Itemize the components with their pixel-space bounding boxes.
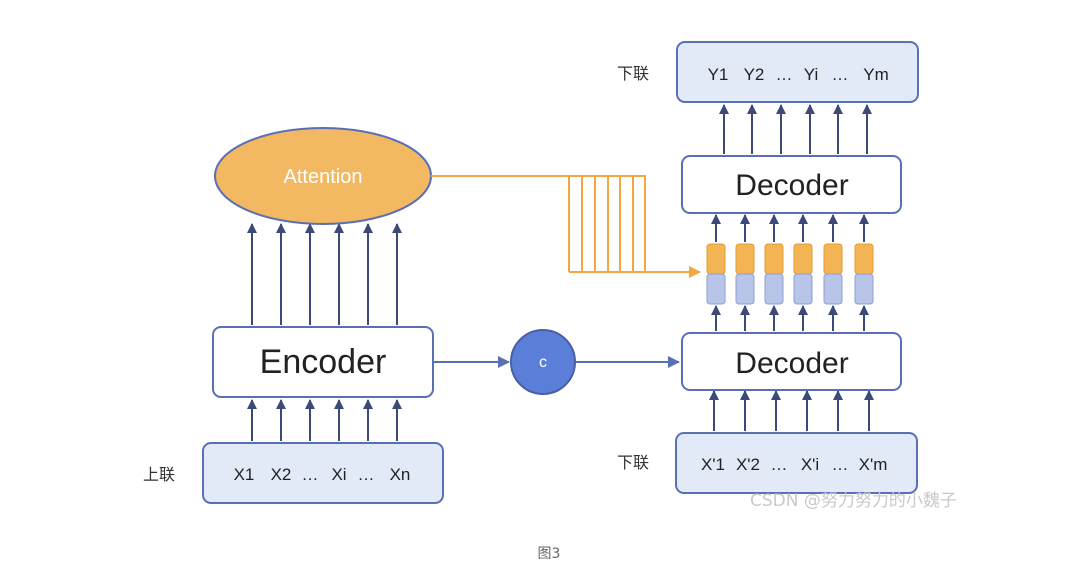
- decoder-state-arrows: [711, 305, 869, 331]
- encoder-input-token: …: [358, 465, 375, 484]
- decoder-hidden-states: [706, 243, 874, 305]
- encoder-input-token: X1: [234, 465, 255, 484]
- decoder-bottom-label: Decoder: [735, 347, 848, 380]
- decoder-input-token: X'1: [701, 455, 725, 474]
- right-input-side-label: 下联: [617, 453, 649, 472]
- decoder-output-tokens: Y1 Y2 … Yi … Ym: [708, 65, 889, 84]
- attention-node: Attention: [214, 127, 432, 225]
- hidden-state-cell: [764, 243, 784, 305]
- decoder-output-box: Y1 Y2 … Yi … Ym: [676, 41, 919, 103]
- attention-context-lines: [431, 175, 701, 278]
- encoder-input-box: X1 X2 … Xi … Xn: [202, 442, 444, 504]
- decoder-output-token: Y1: [708, 65, 729, 84]
- context-vector-node: c: [510, 329, 576, 395]
- hidden-state-cell: [706, 243, 726, 305]
- attention-label: Attention: [284, 166, 363, 188]
- hidden-state-cell: [823, 243, 843, 305]
- encoder-input-token: Xi: [331, 465, 346, 484]
- decoder-input-token: …: [771, 455, 788, 474]
- decoder-output-token: Yi: [804, 65, 819, 84]
- decoder-output-arrows: [719, 104, 872, 154]
- decoder-input-token: X'2: [736, 455, 760, 474]
- decoder-input-token: X'm: [859, 455, 888, 474]
- encoder-input-tokens: X1 X2 … Xi … Xn: [234, 465, 411, 484]
- decoder-input-box: X'1 X'2 … X'i … X'm: [675, 432, 918, 494]
- encoder-input-token: X2: [271, 465, 292, 484]
- decoder-input-token: …: [832, 455, 849, 474]
- decoder-input-arrows: [709, 390, 874, 431]
- hidden-state-cell: [735, 243, 755, 305]
- watermark-text: CSDN @努力努力的小魏子: [750, 491, 957, 511]
- decoder-top-box: Decoder: [681, 155, 902, 214]
- hidden-state-cell: [854, 243, 874, 305]
- decoder-output-token: …: [832, 65, 849, 84]
- encoder-box: Encoder: [212, 326, 434, 398]
- state-to-decoder-arrows: [711, 214, 869, 242]
- encoder-input-arrows: [247, 399, 402, 441]
- context-vector-label: c: [539, 354, 547, 371]
- decoder-output-token: Y2: [744, 65, 765, 84]
- encoder-input-token: …: [302, 465, 319, 484]
- decoder-input-tokens: X'1 X'2 … X'i … X'm: [701, 455, 887, 474]
- right-output-side-label: 下联: [617, 64, 649, 83]
- left-input-side-label: 上联: [143, 465, 175, 484]
- decoder-output-token: …: [776, 65, 793, 84]
- encoder-output-arrows: [247, 223, 402, 325]
- hidden-state-cell: [793, 243, 813, 305]
- decoder-top-label: Decoder: [735, 169, 848, 202]
- encoder-input-token: Xn: [390, 465, 411, 484]
- figure-caption: 图3: [538, 546, 561, 562]
- decoder-input-token: X'i: [801, 455, 819, 474]
- encoder-label: Encoder: [260, 343, 387, 381]
- decoder-output-token: Ym: [863, 65, 889, 84]
- decoder-bottom-box: Decoder: [681, 332, 902, 391]
